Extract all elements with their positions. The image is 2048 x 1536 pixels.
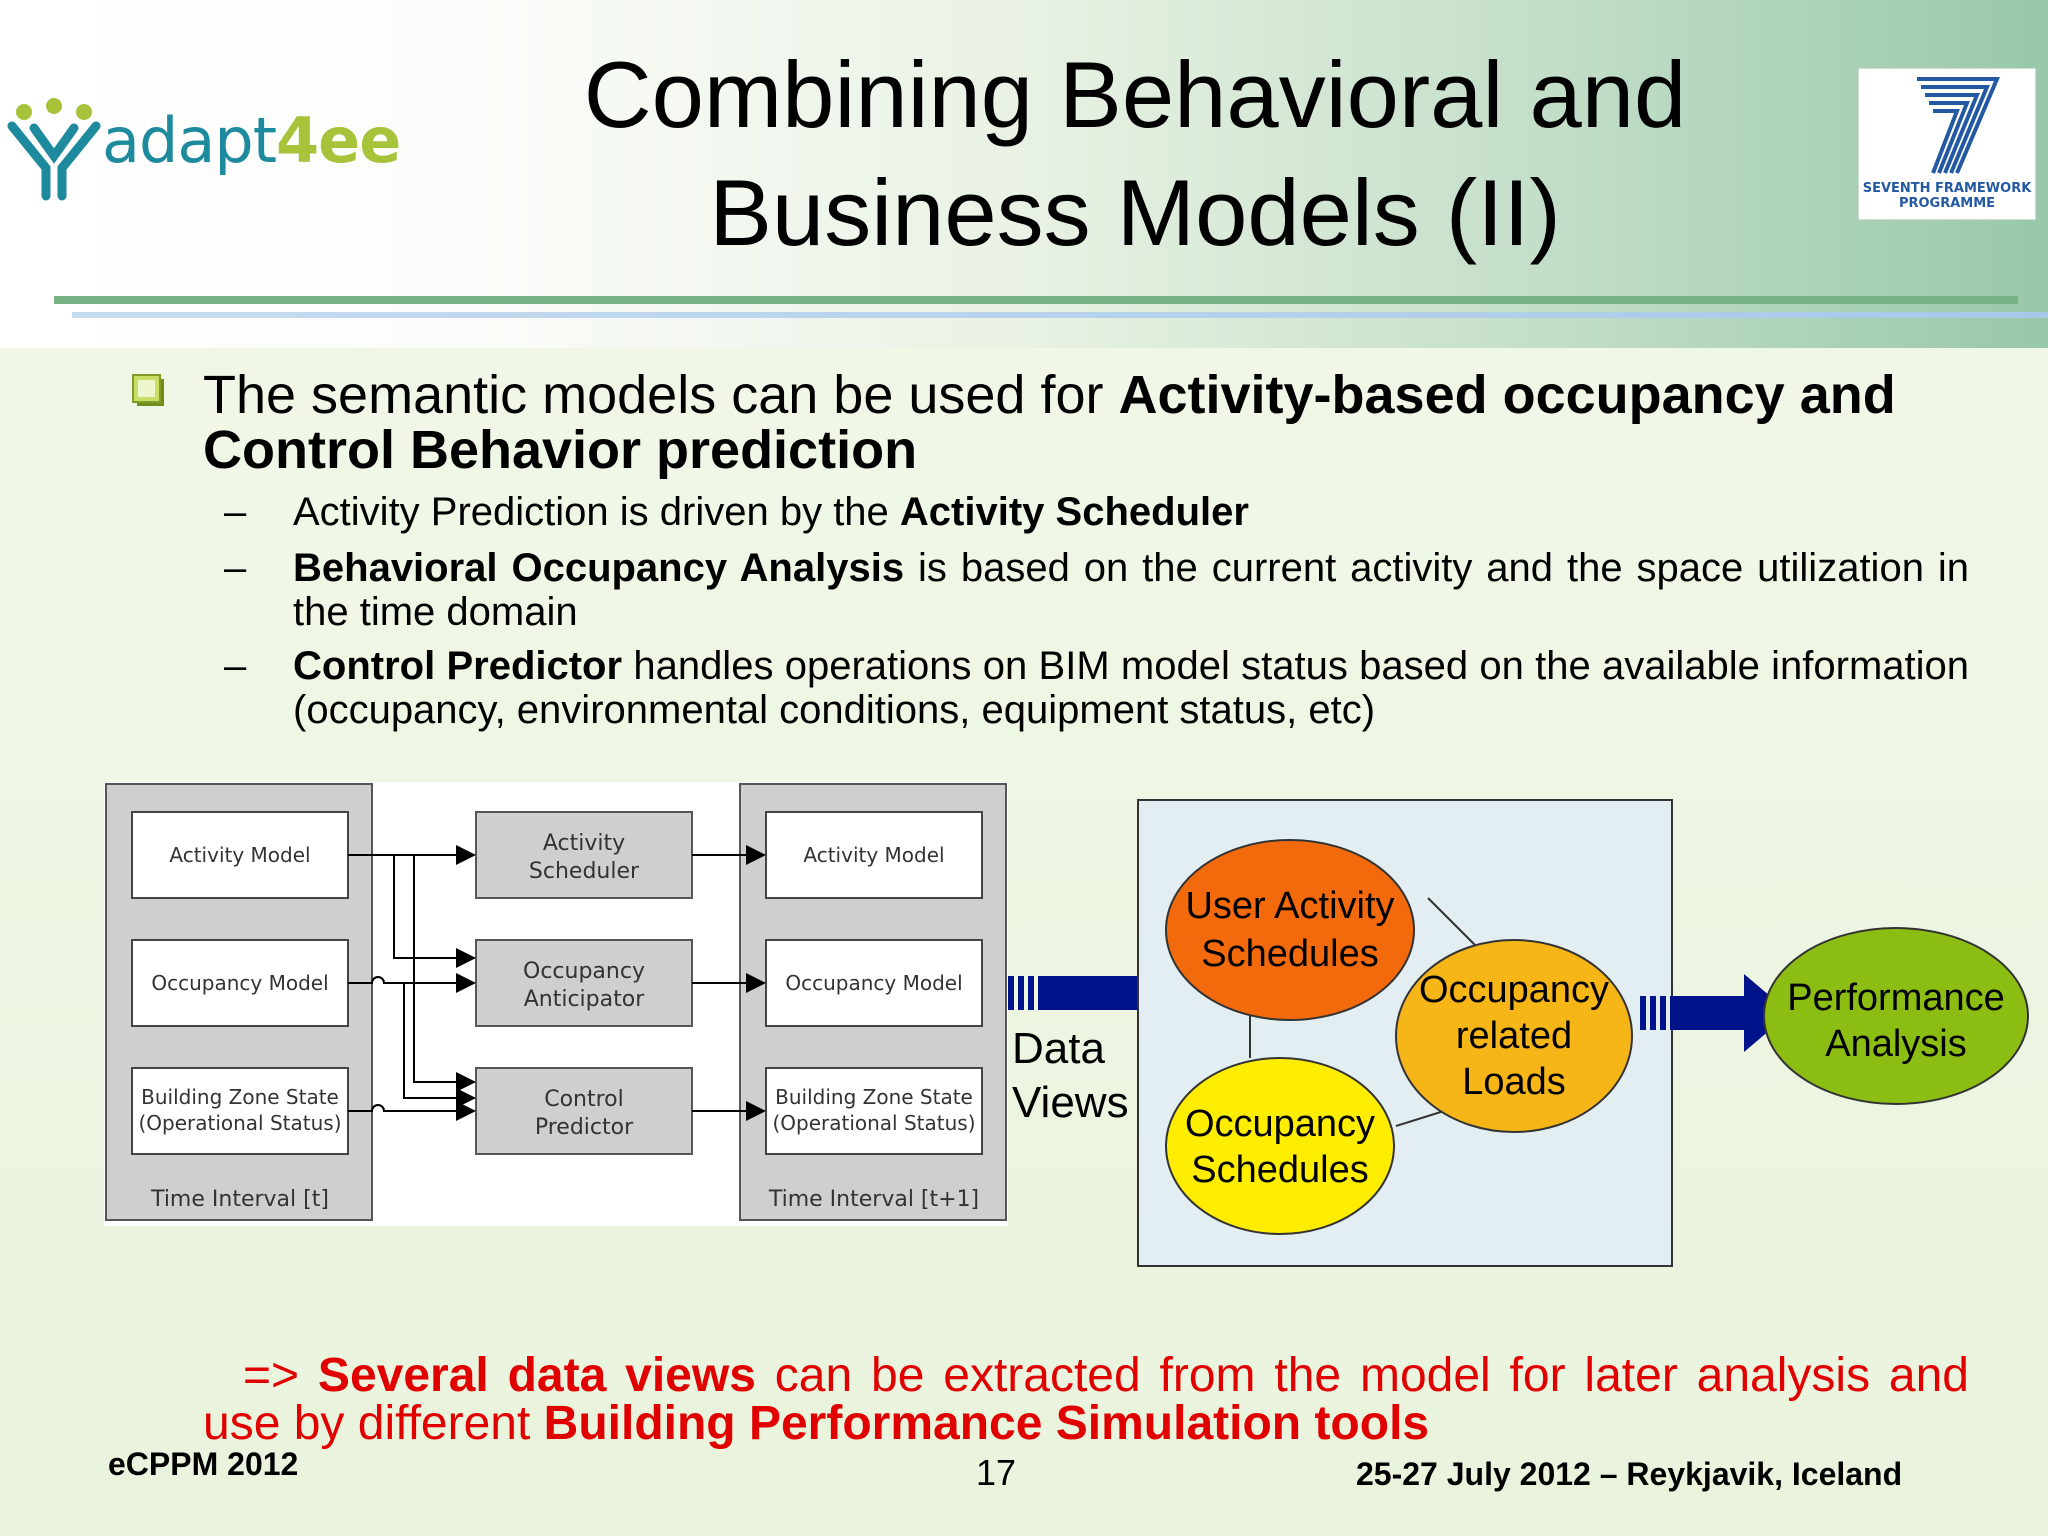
header-rule [54, 296, 2018, 304]
user-activity-label: User Activity [1185, 885, 1394, 927]
people-logo-icon [7, 98, 101, 201]
slide-header [0, 0, 2048, 348]
next-building-zone-state-label: Building Zone State [775, 1085, 973, 1109]
activity-model-box [131, 811, 349, 899]
occupancy-schedules-label: Occupancy [1185, 1103, 1375, 1145]
footer-conference: eCPPM 2012 [108, 1446, 299, 1482]
square-bullet-icon [132, 374, 164, 406]
user-activity-label: Schedules [1201, 933, 1378, 975]
slide-title: Combining Behavioral and Business Models… [583, 42, 1687, 265]
occupancy-model-box [131, 939, 349, 1027]
performance-analysis-label: Analysis [1825, 1023, 1967, 1065]
next-building-zone-state-box [765, 1067, 983, 1155]
dash-marker: – [224, 546, 247, 590]
main-bullet-emphasis: Activity-based occupancy and Control Beh… [203, 365, 1896, 480]
control-predictor-label: Control [544, 1087, 624, 1112]
conclusion-text: => Several data views can be extracted f… [203, 1352, 1969, 1448]
time-interval-t-label: Time Interval [t] [150, 1187, 329, 1212]
conclusion-emphasis: Several data views [317, 1349, 756, 1402]
subbullet-text: Activity Prediction is driven by the [293, 490, 900, 534]
adapt4ee-logo: adapt4ee [6, 96, 401, 206]
subbullet-emphasis: Control Predictor [293, 644, 623, 688]
control-predictor-label: Predictor [535, 1115, 634, 1140]
analysis-arrow [1640, 974, 1790, 1052]
subbullet-activity-prediction: Activity Prediction is driven by the Act… [293, 490, 1969, 534]
next-occupancy-model-label: Occupancy Model [785, 971, 962, 995]
next-activity-model-box [765, 811, 983, 899]
prediction-workflow-diagram: Activity Model Occupancy Model Building … [104, 782, 1008, 1226]
performance-analysis-label: Performance [1787, 977, 2005, 1019]
fp7-seven-icon [1917, 77, 2001, 174]
data-views-diagram: User Activity Schedules Occupancy relate… [1008, 799, 2029, 1267]
next-operational-status-label: (Operational Status) [772, 1111, 975, 1135]
operational-status-label: (Operational Status) [138, 1111, 341, 1135]
subbullet-emphasis: Behavioral Occupancy Analysis [293, 546, 905, 590]
occupancy-loads-label: related [1456, 1015, 1572, 1057]
activity-scheduler-label: Scheduler [529, 859, 640, 884]
header-rule-secondary [72, 312, 2048, 318]
fp7-logo: SEVENTH FRAMEWORK PROGRAMME [1858, 68, 2036, 220]
dash-marker: – [224, 644, 247, 688]
occupancy-anticipator-label: Occupancy [523, 959, 645, 984]
next-activity-model-label: Activity Model [803, 843, 944, 867]
activity-scheduler-box [475, 811, 693, 899]
dash-marker: – [224, 490, 247, 534]
activity-scheduler-label: Activity [543, 831, 625, 856]
user-activity-schedules-node [1165, 839, 1415, 1021]
building-zone-state-label: Building Zone State [141, 1085, 339, 1109]
occupancy-anticipator-box [475, 939, 693, 1027]
occupancy-related-loads-node [1395, 939, 1633, 1133]
fp7-label-line1: SEVENTH FRAMEWORK [1862, 181, 2032, 196]
building-zone-state-box [131, 1067, 349, 1155]
data-views-label: Data Views [1012, 1024, 1129, 1127]
next-occupancy-model-box [765, 939, 983, 1027]
occupancy-loads-label: Occupancy [1419, 969, 1609, 1011]
subbullet-control-predictor: Control Predictor handles operations on … [293, 644, 1969, 732]
conclusion-plain: can be extracted from the model for late… [203, 1349, 1970, 1450]
subbullet-text: handles operations on BIM model status b… [293, 644, 1969, 732]
occupancy-anticipator-label: Anticipator [524, 987, 645, 1012]
occupancy-model-label: Occupancy Model [151, 971, 328, 995]
time-interval-t1-label: Time Interval [t+1] [768, 1187, 979, 1212]
fp7-label-line2: PROGRAMME [1898, 196, 1996, 211]
workflow-connectors [348, 845, 766, 1121]
control-predictor-box [475, 1067, 693, 1155]
logo-wordmark: adapt4ee [102, 104, 401, 177]
subbullet-text: is based on the current activity and the… [293, 546, 1969, 634]
main-bullet: The semantic models can be used for Acti… [203, 368, 1983, 478]
footer-date-location: 25-27 July 2012 – Reykjavik, Iceland [1356, 1456, 1903, 1492]
occupancy-schedules-label: Schedules [1191, 1149, 1368, 1191]
conclusion-emphasis: Building Performance Simulation tools [543, 1397, 1430, 1450]
subbullet-behavioral-occupancy: Behavioral Occupancy Analysis is based o… [293, 546, 1969, 634]
main-bullet-text: The semantic models can be used for [203, 365, 1119, 425]
page-number: 17 [976, 1452, 1017, 1493]
occupancy-loads-label: Loads [1462, 1061, 1566, 1103]
conclusion-arrow: => [243, 1349, 318, 1402]
performance-analysis-node [1763, 927, 2029, 1105]
occupancy-schedules-node [1165, 1057, 1395, 1235]
subbullet-emphasis: Activity Scheduler [899, 490, 1249, 534]
activity-model-label: Activity Model [169, 843, 310, 867]
